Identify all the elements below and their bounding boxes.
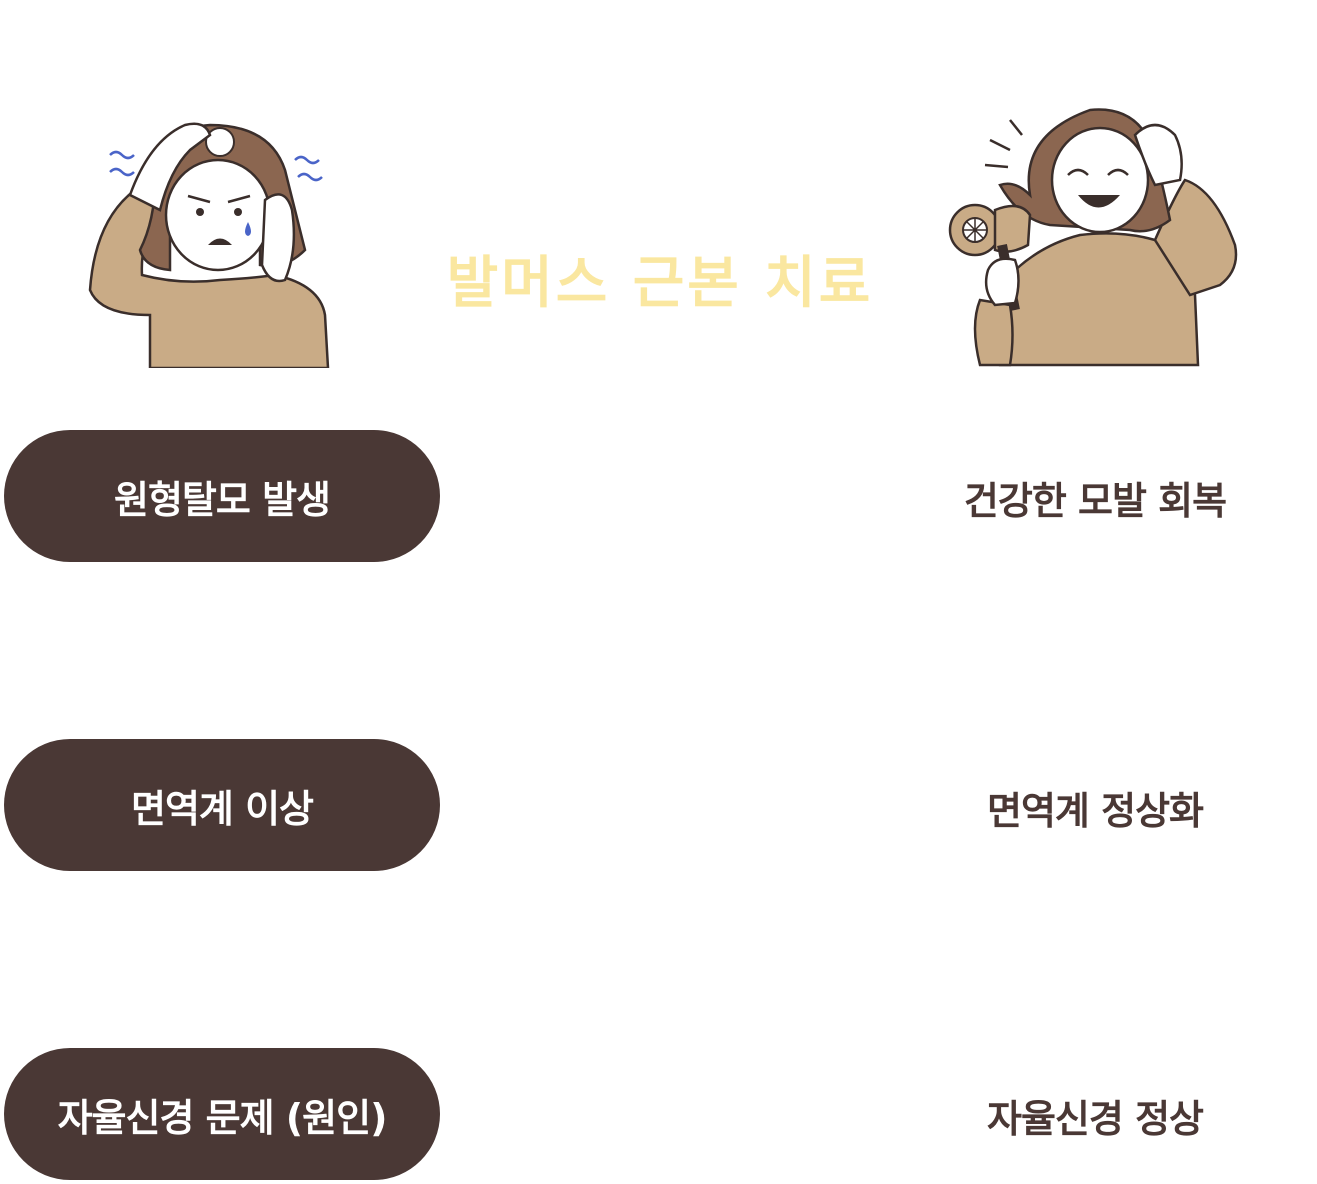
result-label-hair-recovery: 건강한 모발 회복 <box>963 479 1227 523</box>
happy-woman-hairdryer-icon <box>948 108 1238 367</box>
problem-pill-label: 자율신경 문제 (원인) <box>57 1095 388 1140</box>
result-label-immune-normal: 면역계 정상화 <box>987 789 1204 833</box>
problem-pill-label: 면역계 이상 <box>130 786 314 831</box>
problem-pill-autonomic: 자율신경 문제 (원인) <box>4 1048 440 1180</box>
problem-pill-label: 원형탈모 발생 <box>114 477 331 522</box>
result-label-autonomic-normal: 자율신경 정상 <box>987 1097 1204 1141</box>
center-title: 발머스 근본 치료 <box>446 250 874 316</box>
problem-pill-hair-loss: 원형탈모 발생 <box>4 430 440 562</box>
worried-woman-hair-loss-icon <box>88 122 330 368</box>
problem-pill-immune: 면역계 이상 <box>4 739 440 871</box>
